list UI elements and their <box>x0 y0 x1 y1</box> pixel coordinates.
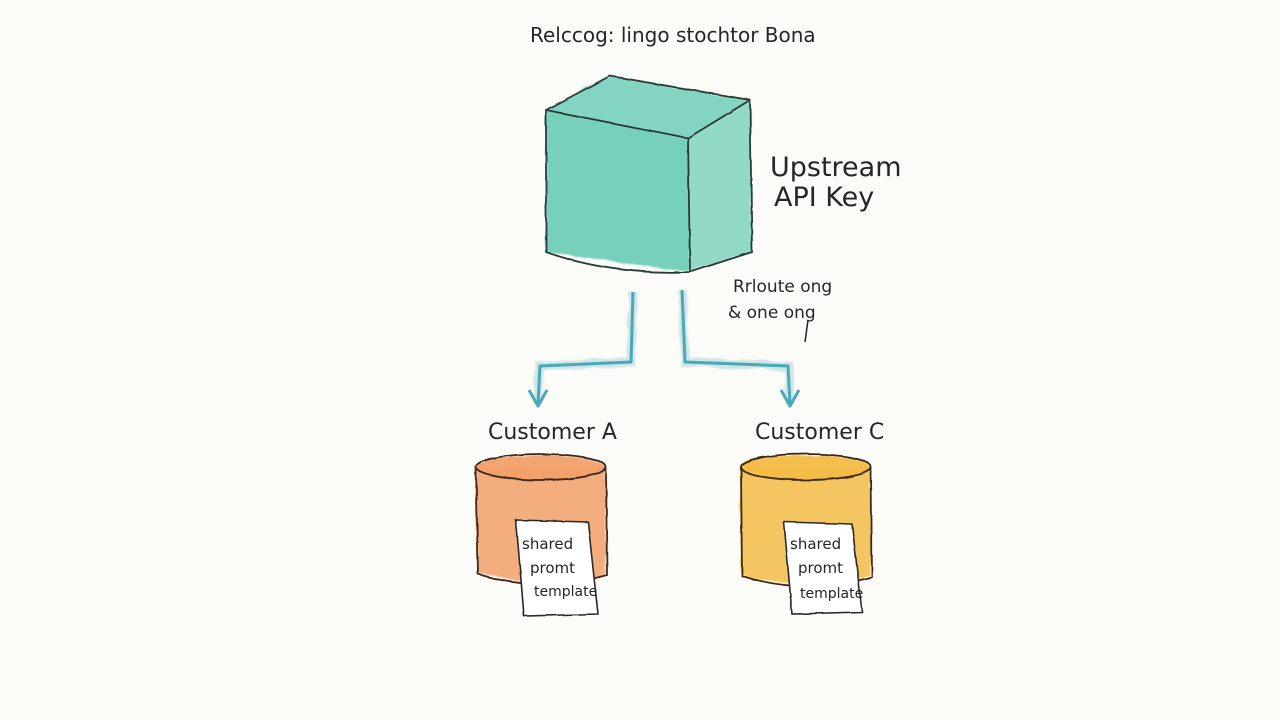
customer-c-label: Customer C <box>755 420 884 445</box>
arrow-to-customer-a <box>527 291 638 408</box>
customer-a-note-line3: template <box>534 584 597 600</box>
customer-a-prompt-note: shared promt template <box>515 519 599 617</box>
upstream-label-line1: Upstream <box>770 152 902 183</box>
customer-c-note-line1: shared <box>790 535 841 553</box>
upstream-label-line2: API Key <box>774 182 874 213</box>
arrow-to-customer-c <box>677 289 801 408</box>
customer-c-note-line2: promt <box>798 559 843 577</box>
annotation-line2: & one ong <box>728 303 816 323</box>
customer-c-note-line3: template <box>800 586 863 602</box>
annotation-tail <box>804 319 809 343</box>
customer-a-note-line2: promt <box>530 559 575 577</box>
customer-c-prompt-note: shared promt template <box>783 521 863 615</box>
annotation-line1: Rrloute ong <box>733 277 832 297</box>
customer-a-label: Customer A <box>488 420 617 445</box>
upstream-cube <box>545 75 753 274</box>
diagram-title: Relccog: lingo stochtor Bona <box>530 23 816 47</box>
customer-a-note-line1: shared <box>522 535 573 553</box>
